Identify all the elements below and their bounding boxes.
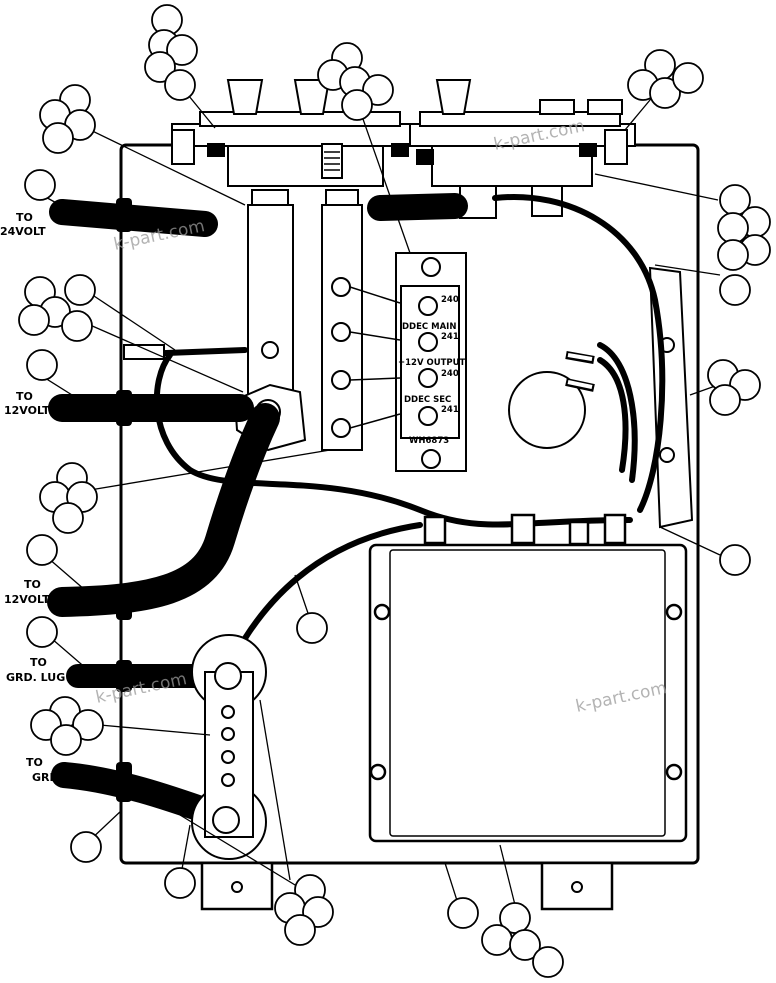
to-grd-lug-line2: GRD. LUG [6,671,65,684]
to-24volt-line1: TO [16,211,33,224]
to-grd-line1: TO [26,756,43,769]
terminal-240-a: 240 [441,295,459,305]
output-label: +12V OUTPUT [398,358,466,368]
terminal-block [349,252,467,472]
to-grd-line2: GRD. [32,771,63,784]
ground-stud-assembly [191,634,267,860]
terminal-241-b: 241 [441,405,459,415]
ddec-main-label: DDEC MAIN [402,322,456,332]
to-grd-lug-line1: TO [30,656,47,669]
terminal-241-a: 241 [441,332,459,342]
to-12volt-a-line1: TO [16,390,33,403]
part-number-label: WH6873 [409,436,449,446]
wall-grommets [116,198,165,802]
ddec-sec-label: DDEC SEC [404,395,451,405]
callout-bubbles [18,4,771,978]
control-module [368,513,688,843]
to-24volt-line2: 24VOLT [0,225,46,238]
to-12volt-b-line1: TO [24,578,41,591]
terminal-240-b: 240 [441,369,459,379]
to-12volt-a-line2: 12VOLT [4,404,50,417]
to-12volt-b-line2: 12VOLT [4,593,50,606]
